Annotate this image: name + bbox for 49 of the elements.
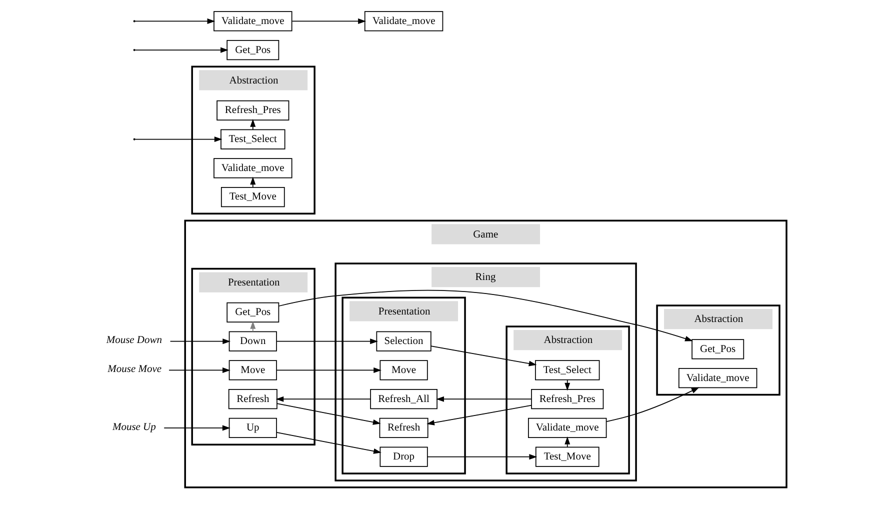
arrow xyxy=(250,321,256,332)
node-box: Get_Pos xyxy=(692,339,744,360)
node-box: Test_Move xyxy=(535,446,600,467)
node-box: Validate_move xyxy=(214,158,292,178)
arrow xyxy=(250,118,256,130)
arrow xyxy=(164,425,230,431)
arrow xyxy=(276,403,381,425)
node-box: Refresh_Pres xyxy=(531,389,604,410)
node-box: Validate_move xyxy=(214,11,292,32)
arrow xyxy=(134,18,216,24)
arrow xyxy=(276,396,371,402)
arrow xyxy=(276,338,378,344)
arrow xyxy=(606,387,700,422)
node-text: Mouse Down xyxy=(106,335,162,346)
arrow xyxy=(134,136,222,142)
node-box: Move xyxy=(380,360,428,380)
node-text: Mouse Move xyxy=(108,364,162,376)
node-box: Test_Select xyxy=(220,129,286,150)
arrow xyxy=(430,346,537,366)
node-box: Validate_move xyxy=(678,368,758,388)
node-box: Refresh_Pres xyxy=(216,100,290,120)
arrow xyxy=(564,380,570,391)
node-box: Selection xyxy=(376,331,432,352)
node-box: Up xyxy=(228,418,277,438)
arrow xyxy=(168,367,230,373)
node-box: Refresh xyxy=(379,418,428,438)
arrow xyxy=(250,176,256,188)
arrow xyxy=(564,436,570,448)
arrow xyxy=(427,454,538,460)
arrow xyxy=(276,367,382,373)
node-box: Down xyxy=(228,331,277,352)
node-box: Drop xyxy=(380,446,428,467)
node-box: Get_Pos xyxy=(226,40,280,60)
node-box: Get_Pos xyxy=(226,302,280,323)
arrow xyxy=(276,432,382,454)
arrow xyxy=(292,18,366,24)
arrow xyxy=(170,338,230,344)
node-box: Validate_move xyxy=(528,418,607,438)
node-box: Validate_move xyxy=(364,11,444,32)
node-box: Move xyxy=(228,360,277,380)
node-box: Test_Move xyxy=(220,186,285,208)
arrow xyxy=(278,290,693,342)
arrow xyxy=(134,47,228,53)
arrow xyxy=(426,404,532,426)
node-box: Refresh xyxy=(228,389,278,410)
node-text: Mouse Up xyxy=(112,422,156,433)
arrow xyxy=(436,396,532,402)
node-box: Refresh_All xyxy=(370,389,438,410)
node-box: Test_Select xyxy=(535,360,600,380)
